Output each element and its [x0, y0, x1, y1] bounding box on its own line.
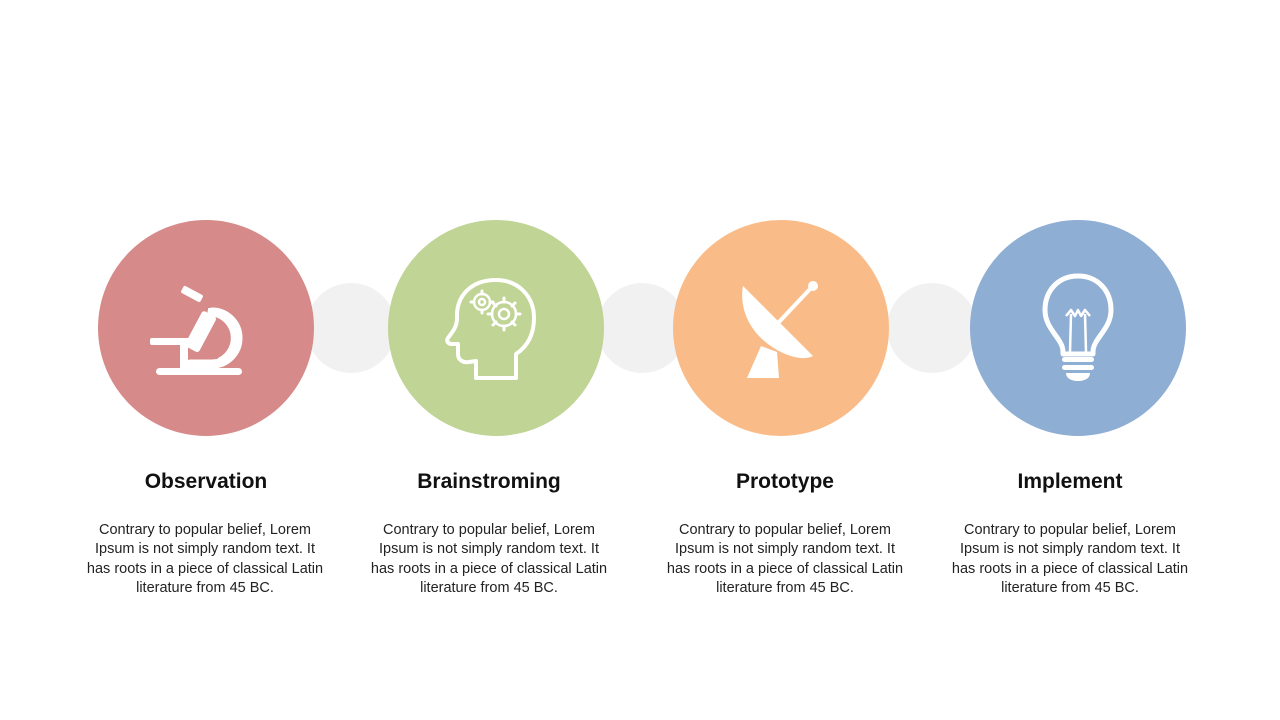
step-description-prototype: Contrary to popular belief, Lorem Ipsum … — [666, 522, 904, 596]
step-description-observation: Contrary to popular belief, Lorem Ipsum … — [86, 522, 324, 596]
step-title-brainstorming: Brainstroming — [417, 470, 561, 493]
step-description-brainstorming: Contrary to popular belief, Lorem Ipsum … — [370, 522, 608, 596]
lightbulb-icon — [1042, 273, 1114, 381]
step-circle-observation — [98, 220, 314, 436]
step-circle-prototype — [673, 220, 889, 436]
connector-circle-1 — [306, 283, 396, 373]
connector-circle-3 — [887, 283, 977, 373]
step-circle-brainstorming — [388, 220, 604, 436]
satellite-dish-icon — [742, 281, 818, 378]
step-description-implement: Contrary to popular belief, Lorem Ipsum … — [951, 522, 1189, 596]
step-title-observation: Observation — [144, 470, 268, 493]
step-title-prototype: Prototype — [735, 470, 834, 493]
connector-circle-2 — [597, 283, 687, 373]
microscope-icon — [150, 286, 243, 375]
step-circle-implement — [970, 220, 1186, 436]
step-title-implement: Implement — [1017, 470, 1123, 493]
head-gears-icon — [445, 278, 536, 380]
